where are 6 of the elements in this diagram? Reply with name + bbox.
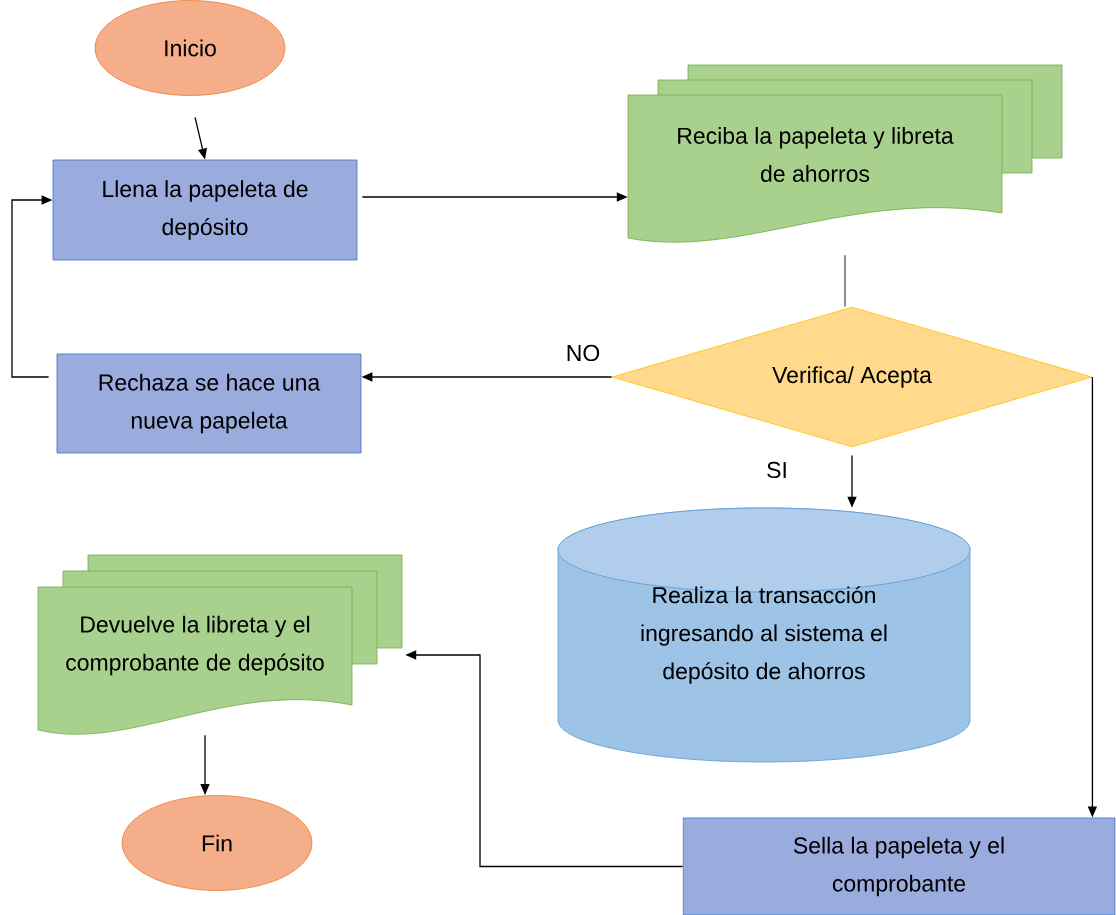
edge-label: SI — [764, 459, 790, 481]
process-box: Sella la papeleta y el comprobante — [682, 817, 1116, 915]
process-box: Llena la papeleta de depósito — [52, 159, 358, 261]
edge-label: NO — [563, 342, 603, 364]
process-box: Rechaza se hace una nueva papeleta — [56, 353, 362, 454]
database-cylinder: Realiza la transacción ingresando al sistema el depósito de ahorros — [557, 507, 971, 763]
